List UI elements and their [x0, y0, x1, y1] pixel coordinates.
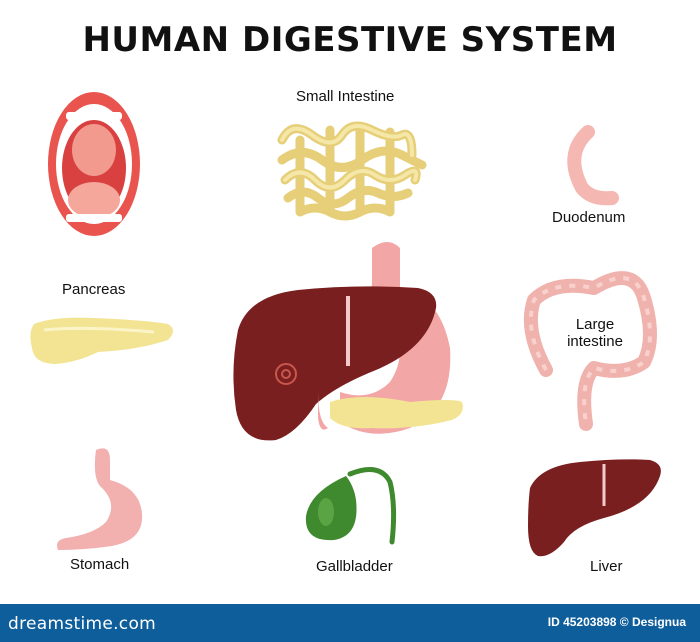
- large-intestine-illustration: [523, 271, 657, 431]
- large-intestine-label: Large intestine: [567, 316, 623, 350]
- gallbladder-illustration: [305, 467, 397, 545]
- duodenum-illustration: [567, 125, 619, 206]
- digestive-illustration: [30, 92, 661, 557]
- dreamstime-logo[interactable]: dreamstime.com: [8, 614, 157, 634]
- pancreas-illustration: [30, 317, 174, 364]
- liver-illustration: [528, 459, 661, 557]
- image-credit: ID 45203898 © Designua: [547, 615, 686, 629]
- liver-label: Liver: [590, 558, 623, 575]
- central-organs-illustration: [233, 242, 463, 441]
- stomach-illustration: [57, 448, 143, 550]
- mouth-illustration: [48, 92, 140, 236]
- pancreas-label: Pancreas: [62, 281, 126, 298]
- page-title: HUMAN DIGESTIVE SYSTEM: [82, 20, 618, 60]
- small-intestine-label: Small Intestine: [296, 88, 395, 105]
- duodenum-label: Duodenum: [552, 209, 626, 226]
- stomach-label: Stomach: [70, 556, 130, 573]
- gallbladder-label: Gallbladder: [316, 558, 393, 575]
- footer-bar: dreamstime.com ID 45203898 © Designua: [0, 604, 700, 642]
